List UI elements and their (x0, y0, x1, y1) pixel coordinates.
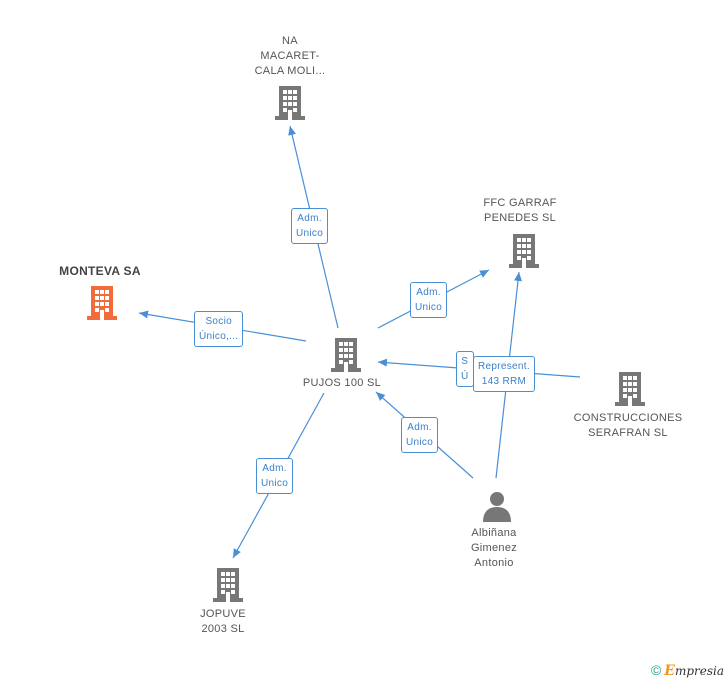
node-label-pujos[interactable]: PUJOS 100 SL (282, 376, 402, 391)
node-label-line: PUJOS 100 SL (302, 377, 382, 389)
edge-label-albinana-pujos[interactable]: Adm. Unico (401, 417, 439, 453)
node-label-line: CALA MOLI... (254, 65, 326, 77)
node-label-line: PENEDES SL (483, 212, 557, 224)
node-label-construcciones[interactable]: CONSTRUCCIONES SERAFRAN SL (568, 411, 688, 441)
node-label-line: NA (282, 35, 298, 47)
building-icon[interactable] (331, 338, 361, 372)
node-label-line: Albiñana (471, 527, 517, 539)
copyright-symbol: © (650, 662, 662, 678)
building-icon[interactable] (213, 568, 243, 602)
node-label-line: FFC GARRAF (483, 197, 557, 209)
brand-initial: E (664, 663, 675, 679)
footer-credit[interactable]: ©Empresia (651, 662, 724, 679)
edge-label-line: Único,... (199, 331, 239, 342)
person-icon[interactable] (482, 490, 512, 522)
edge-label-pujos-jopuve[interactable]: Adm. Unico (256, 458, 294, 494)
edge-label-line: Unico (415, 302, 443, 313)
edge-label-line: Represent. (478, 361, 530, 372)
edge-label-pujos-ffc[interactable]: Adm. Unico (410, 282, 448, 318)
edge-label-line: Unico (296, 228, 324, 239)
edge-label-line: Adm. (416, 287, 441, 298)
node-label-albinana[interactable]: Albiñana Gimenez Antonio (444, 526, 544, 571)
edge-label-line: Socio (205, 316, 232, 327)
node-label-monteva[interactable]: MONTEVA SA (40, 264, 160, 279)
node-label-na-macaret[interactable]: NA MACARET- CALA MOLI... (230, 34, 350, 79)
brand-logo: Empresia (664, 663, 724, 679)
node-label-line: Antonio (474, 557, 514, 569)
building-icon-highlighted[interactable] (87, 286, 117, 320)
node-label-line: SERAFRAN SL (588, 427, 668, 439)
node-label-line: Gimenez (470, 542, 518, 554)
brand-name: mpresia (674, 664, 724, 678)
edge-label-albinana-ffc[interactable]: Represent. 143 RRM (473, 356, 535, 392)
edge-label-line: Ú (461, 371, 469, 382)
edge-label-line: Adm. (407, 422, 432, 433)
edge-label-line: S (461, 356, 469, 367)
edge-label-line: Adm. (262, 463, 287, 474)
building-icon[interactable] (275, 86, 305, 120)
edge-label-line: Unico (406, 437, 434, 448)
building-icon[interactable] (615, 372, 645, 406)
node-label-line: 2003 SL (201, 623, 245, 635)
node-label-jopuve[interactable]: JOPUVE 2003 SL (173, 607, 273, 637)
edge-label-pujos-na[interactable]: Adm. Unico (291, 208, 329, 244)
node-label-line: CONSTRUCCIONES (573, 412, 683, 424)
node-label-line: MACARET- (260, 50, 320, 62)
edge-label-line: Unico (261, 478, 289, 489)
node-label-ffc-garraf[interactable]: FFC GARRAF PENEDES SL (460, 196, 580, 226)
edge-label-line: Adm. (297, 213, 322, 224)
node-label-line: JOPUVE (200, 608, 246, 620)
edge-label-construcciones-pujos[interactable]: S Ú (456, 351, 474, 387)
node-label-line: MONTEVA SA (59, 264, 141, 278)
edge-label-line: 143 RRM (481, 376, 527, 387)
building-icon[interactable] (509, 234, 539, 268)
edge-label-pujos-monteva[interactable]: Socio Único,... (194, 311, 244, 347)
